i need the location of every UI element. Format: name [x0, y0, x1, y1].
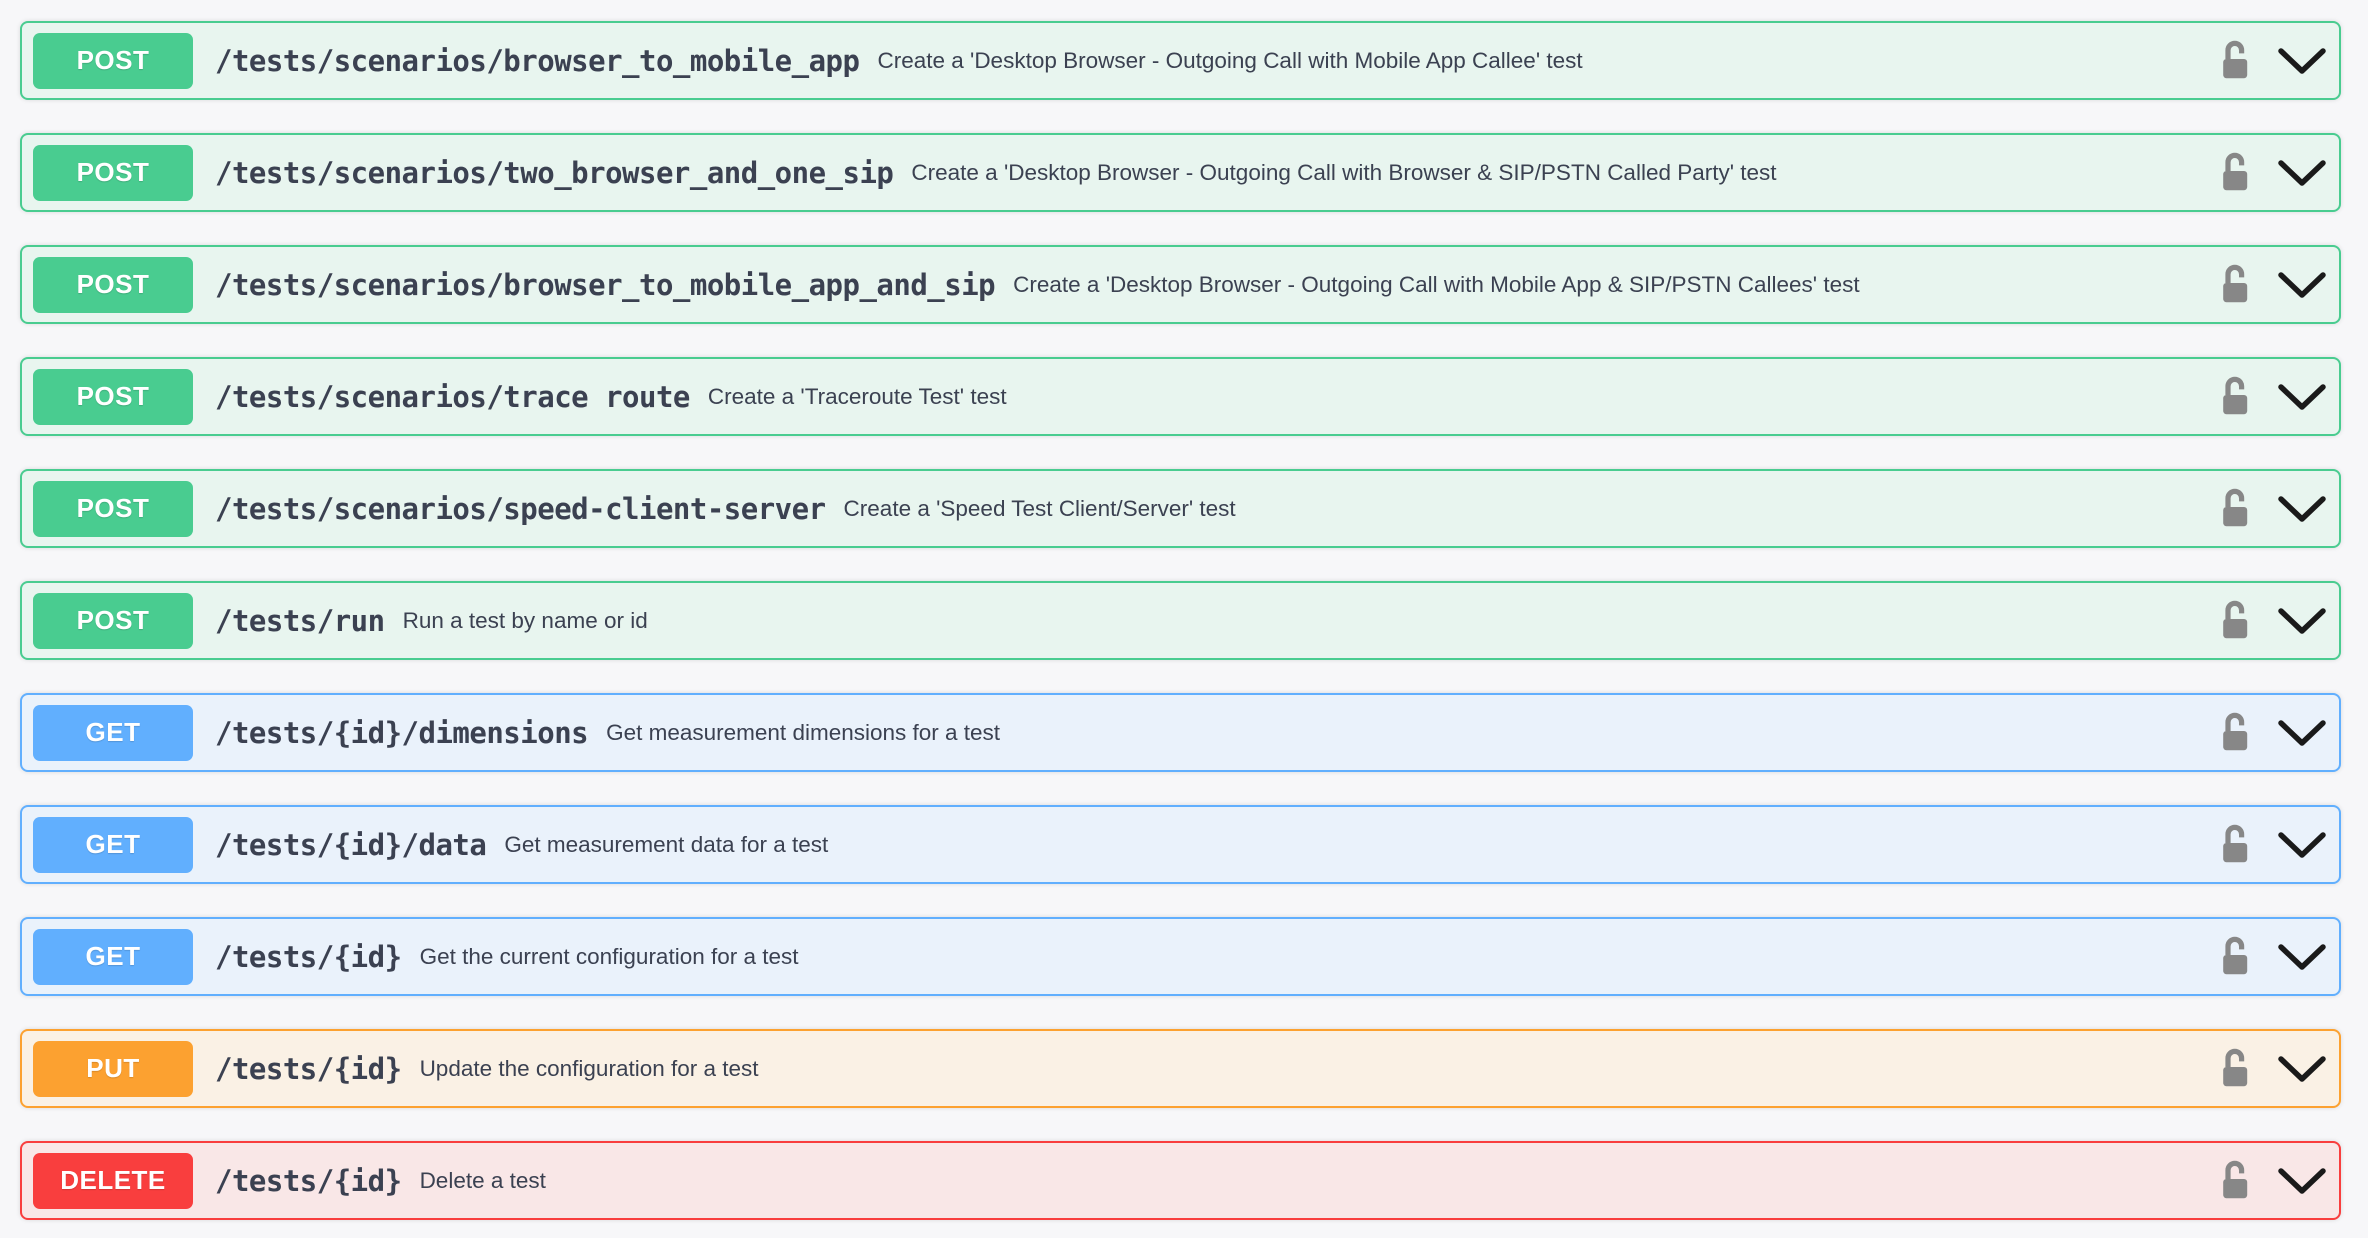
lock-open-icon[interactable]: [2214, 261, 2256, 309]
chevron-down-icon[interactable]: [2277, 830, 2327, 860]
chevron-down-icon[interactable]: [2277, 718, 2327, 748]
method-badge: GET: [33, 928, 193, 985]
endpoint-description: Get the current configuration for a test: [419, 943, 799, 969]
endpoint-path: /tests/{id}/dimensions: [215, 715, 589, 750]
lock-open-icon[interactable]: [2214, 373, 2256, 421]
lock-open-icon[interactable]: [2214, 1157, 2256, 1205]
endpoint-path: /tests/{id}: [215, 1163, 402, 1198]
endpoint-description: Delete a test: [419, 1167, 546, 1193]
endpoint-description: Run a test by name or id: [402, 607, 648, 633]
endpoint-description: Update the configuration for a test: [419, 1055, 759, 1081]
method-badge: PUT: [33, 1040, 193, 1097]
method-badge: POST: [33, 368, 193, 425]
chevron-down-icon[interactable]: [2277, 1166, 2327, 1196]
endpoint-path: /tests/{id}/data: [215, 827, 487, 862]
chevron-down-icon[interactable]: [2277, 158, 2327, 188]
endpoint-row[interactable]: PUT /tests/{id} Update the configuration…: [20, 1029, 2341, 1108]
endpoint-description: Get measurement data for a test: [504, 831, 829, 857]
endpoint-description: Create a 'Traceroute Test' test: [707, 383, 1007, 409]
method-badge: POST: [33, 144, 193, 201]
endpoint-row[interactable]: POST /tests/scenarios/speed-client-serve…: [20, 469, 2341, 548]
method-badge: POST: [33, 32, 193, 89]
lock-open-icon[interactable]: [2214, 709, 2256, 757]
lock-open-icon[interactable]: [2214, 933, 2256, 981]
endpoint-path: /tests/scenarios/two_browser_and_one_sip: [215, 155, 894, 190]
lock-open-icon[interactable]: [2214, 1045, 2256, 1093]
method-badge: POST: [33, 480, 193, 537]
endpoint-description: Create a 'Desktop Browser - Outgoing Cal…: [1013, 271, 1860, 297]
endpoint-path: /tests/{id}: [215, 1051, 402, 1086]
lock-open-icon[interactable]: [2214, 149, 2256, 197]
chevron-down-icon[interactable]: [2277, 1054, 2327, 1084]
method-badge: POST: [33, 592, 193, 649]
endpoint-row[interactable]: GET /tests/{id}/data Get measurement dat…: [20, 805, 2341, 884]
endpoint-path: /tests/scenarios/browser_to_mobile_app_a…: [215, 267, 996, 302]
chevron-down-icon[interactable]: [2277, 494, 2327, 524]
chevron-down-icon[interactable]: [2277, 942, 2327, 972]
endpoint-path: /tests/scenarios/trace route: [215, 379, 690, 414]
method-badge: GET: [33, 704, 193, 761]
endpoint-description: Create a 'Desktop Browser - Outgoing Cal…: [877, 47, 1583, 73]
endpoint-row[interactable]: POST /tests/scenarios/trace route Create…: [20, 357, 2341, 436]
endpoint-row[interactable]: GET /tests/{id} Get the current configur…: [20, 917, 2341, 996]
method-badge: POST: [33, 256, 193, 313]
endpoint-row[interactable]: DELETE /tests/{id} Delete a test: [20, 1141, 2341, 1220]
lock-open-icon[interactable]: [2214, 821, 2256, 869]
endpoint-path: /tests/scenarios/speed-client-server: [215, 491, 826, 526]
endpoint-description: Create a 'Desktop Browser - Outgoing Cal…: [911, 159, 1777, 185]
lock-open-icon[interactable]: [2214, 485, 2256, 533]
endpoint-row[interactable]: GET /tests/{id}/dimensions Get measureme…: [20, 693, 2341, 772]
endpoint-path: /tests/run: [215, 603, 385, 638]
endpoint-row[interactable]: POST /tests/run Run a test by name or id: [20, 581, 2341, 660]
endpoint-description: Get measurement dimensions for a test: [606, 719, 1001, 745]
endpoint-row[interactable]: POST /tests/scenarios/browser_to_mobile_…: [20, 245, 2341, 324]
endpoint-row[interactable]: POST /tests/scenarios/two_browser_and_on…: [20, 133, 2341, 212]
lock-open-icon[interactable]: [2214, 597, 2256, 645]
method-badge: DELETE: [33, 1152, 193, 1209]
chevron-down-icon[interactable]: [2277, 46, 2327, 76]
endpoint-path: /tests/{id}: [215, 939, 402, 974]
chevron-down-icon[interactable]: [2277, 606, 2327, 636]
endpoint-description: Create a 'Speed Test Client/Server' test: [843, 495, 1236, 521]
lock-open-icon[interactable]: [2214, 37, 2256, 85]
endpoint-path: /tests/scenarios/browser_to_mobile_app: [215, 43, 860, 78]
method-badge: GET: [33, 816, 193, 873]
endpoint-row[interactable]: POST /tests/scenarios/browser_to_mobile_…: [20, 21, 2341, 100]
chevron-down-icon[interactable]: [2277, 270, 2327, 300]
chevron-down-icon[interactable]: [2277, 382, 2327, 412]
